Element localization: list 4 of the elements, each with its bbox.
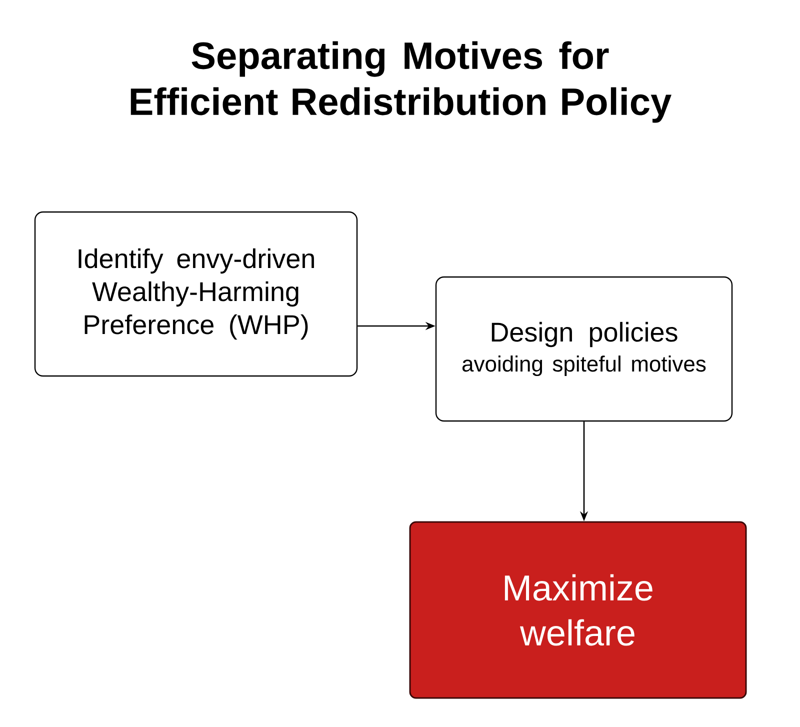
result-box: Maximize welfare bbox=[409, 521, 747, 699]
process-box: Identify envy-driven Wealthy-Harming Preference (WHP) bbox=[34, 211, 358, 377]
process-box: Design policies avoiding spiteful motives bbox=[435, 276, 733, 422]
title: Separating Motives for Efficient Redistribution Policy bbox=[130, 41, 672, 123]
